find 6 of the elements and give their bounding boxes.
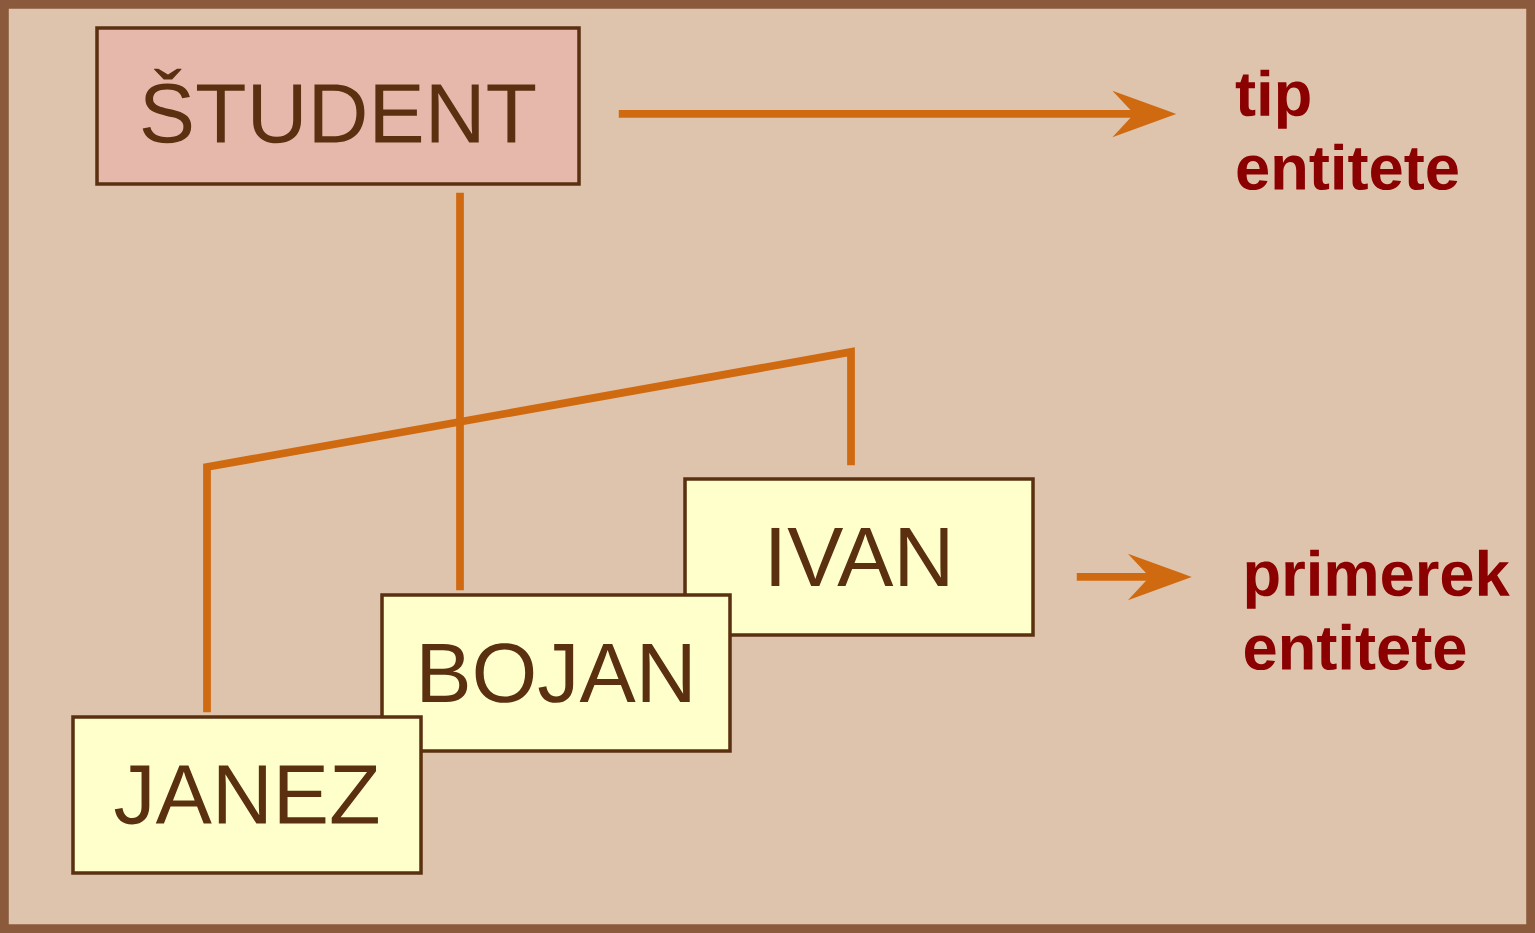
annotation-text: primerek entitete (1245, 549, 1510, 671)
entity-box: BOJAN (380, 593, 732, 753)
entity-box: IVAN (683, 477, 1035, 637)
entity-box: ŠTUDENT (95, 26, 581, 186)
annotation-text: tip entitete (1235, 69, 1458, 191)
entity-box: JANEZ (71, 715, 423, 875)
